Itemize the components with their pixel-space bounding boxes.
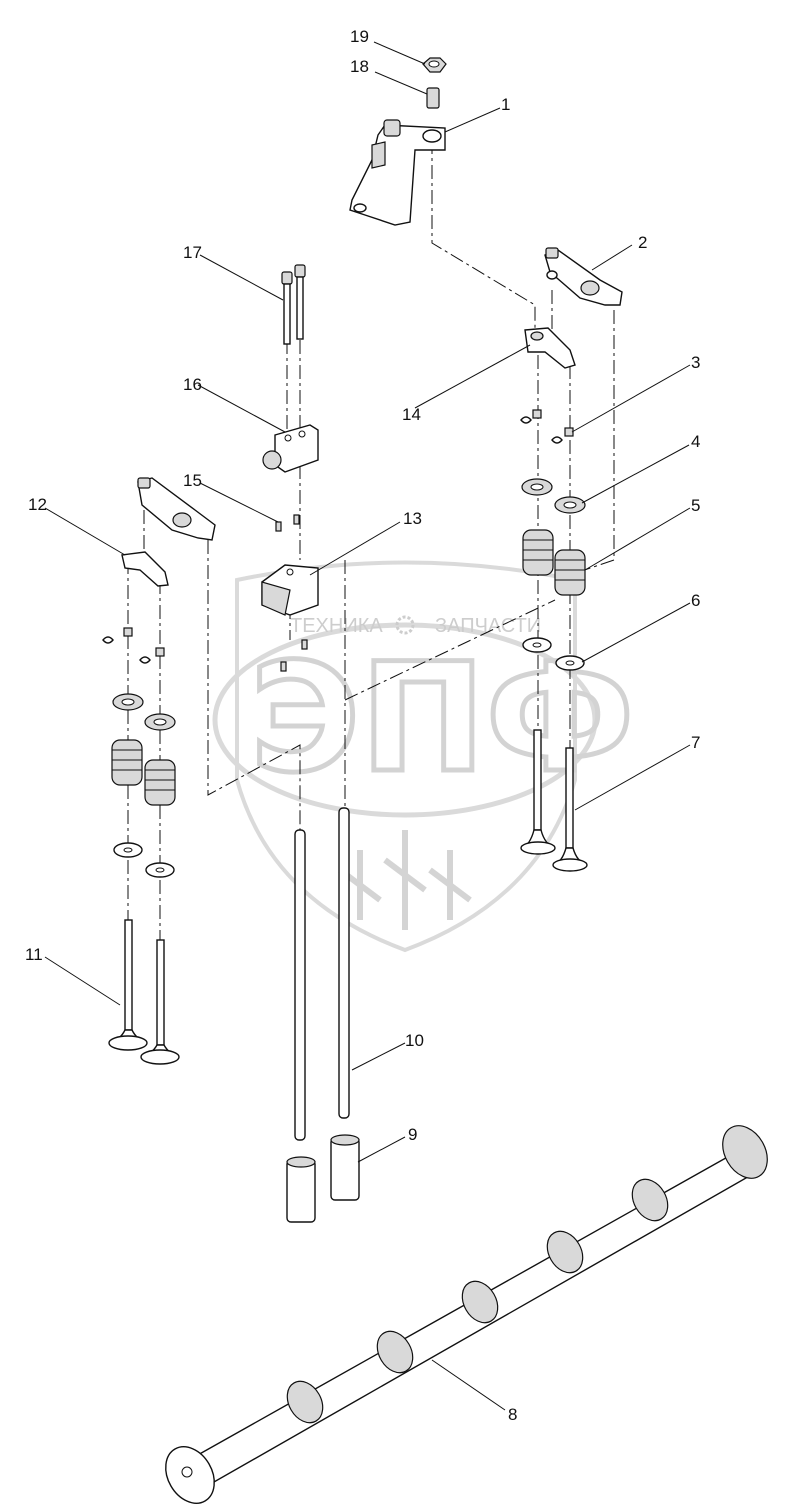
tappet-part-9: [286, 1134, 360, 1223]
callout-3: 3: [691, 353, 700, 372]
rocker-arm-part-12: [121, 477, 216, 587]
rocker-block-part-16: [262, 424, 319, 473]
watermark-left-text: ТЕХНИКА: [290, 615, 383, 637]
valve-cotters-part-3: [520, 409, 574, 444]
gear-icon: [395, 615, 415, 635]
nut-part-19: [422, 57, 447, 73]
callout-4: 4: [691, 432, 700, 451]
wheat-icon: [338, 830, 472, 930]
callout-13: 13: [403, 509, 422, 528]
callout-5: 5: [691, 496, 700, 515]
watermark-shield: [235, 560, 577, 953]
rocker-support-part-14: [524, 327, 576, 369]
callout-1: 1: [501, 95, 510, 114]
bushing-part-18: [426, 87, 440, 109]
support-bracket-part-13: [261, 564, 319, 616]
valve-part-11: [108, 919, 180, 1065]
callout-15: 15: [183, 471, 202, 490]
watermark-right-text: ЗАПЧАСТИ: [435, 615, 541, 637]
callout-18: 18: [350, 57, 369, 76]
callout-2: 2: [638, 233, 647, 252]
callout-9: 9: [408, 1125, 417, 1144]
spring-retainer-part-4: [521, 478, 586, 514]
rocker-bracket-part-1: [349, 119, 446, 226]
valve-part-7: [520, 729, 588, 872]
valve-spring-part-5: [522, 529, 586, 596]
rocker-arm-part-2: [544, 247, 623, 306]
callout-10: 10: [405, 1031, 424, 1050]
leader-lines: [44, 41, 691, 1411]
pin-part-15: [275, 514, 308, 672]
washer-part-6: [522, 637, 585, 671]
callout-16: 16: [183, 375, 202, 394]
bolt-part-17: [281, 264, 306, 345]
callout-14: 14: [402, 405, 421, 424]
camshaft-part-8: [165, 1125, 768, 1504]
callout-12: 12: [28, 495, 47, 514]
callout-6: 6: [691, 591, 700, 610]
callout-17: 17: [183, 243, 202, 262]
valve-cotters-left: [102, 627, 165, 664]
push-rod-part-10: [294, 807, 350, 1141]
callout-8: 8: [508, 1405, 517, 1424]
washer-left: [113, 842, 175, 878]
callout-labels: 19 18 1 2 17 3 16 14 4 15 5 12 13 6 7 11…: [25, 27, 700, 1424]
callout-19: 19: [350, 27, 369, 46]
callout-7: 7: [691, 733, 700, 752]
spring-retainer-left: [112, 693, 176, 731]
watermark-ring: [212, 622, 598, 818]
valve-spring-left: [111, 739, 176, 806]
callout-11: 11: [25, 945, 43, 964]
